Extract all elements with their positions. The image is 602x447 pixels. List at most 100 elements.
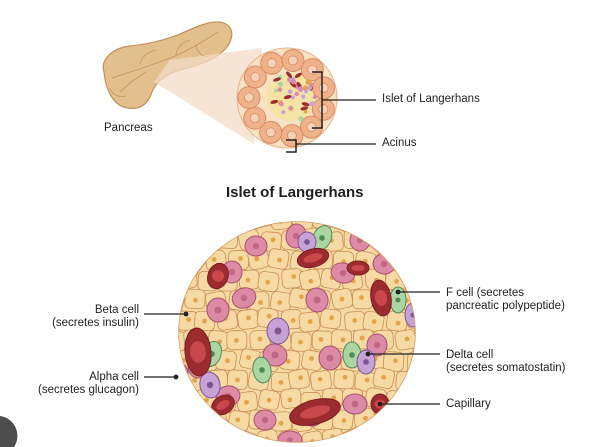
beta-cell-nucleus: [341, 418, 347, 423]
alpha-cell-nucleus: [313, 296, 321, 304]
acinus-lumen: [288, 55, 298, 66]
beta-cell-nucleus: [340, 337, 346, 343]
islet-cell-dot: [287, 89, 293, 95]
beta-cell-nucleus: [179, 340, 180, 345]
beta-cell-nucleus: [318, 336, 324, 342]
beta-cell-nucleus: [202, 318, 207, 324]
beta-cell-nucleus: [211, 257, 217, 262]
islet-cell-dot: [303, 89, 309, 94]
alpha-cell-nucleus: [351, 400, 359, 408]
beta-cell: [312, 222, 333, 229]
beta-cell-nucleus: [291, 274, 297, 279]
beta-cell-nucleus: [192, 377, 198, 383]
beta-cell-nucleus: [302, 217, 307, 222]
f-cell-nucleus: [206, 381, 214, 389]
beta-cell-nucleus: [287, 397, 293, 403]
delta-cell-nucleus: [259, 367, 265, 373]
acinus-lumen: [318, 104, 329, 115]
alpha-cell-nucleus: [214, 306, 222, 314]
alpha-cell-name: Alpha cell: [89, 371, 139, 383]
islet-cell-dot: [305, 79, 312, 86]
beta-cell-nucleus: [224, 235, 230, 241]
acinus-lumen: [266, 58, 277, 69]
beta-cell-nucleus: [235, 417, 241, 423]
beta-cell-nucleus: [186, 317, 191, 322]
alpha-cell-function: (secretes glucagon): [38, 384, 139, 396]
f-cell-nucleus: [274, 327, 282, 335]
f-cell-nucleus: [304, 239, 310, 245]
beta-cell-nucleus: [364, 377, 370, 383]
beta-cell-nucleus: [277, 257, 282, 263]
islet-illustration: [236, 47, 338, 149]
beta-cell-nucleus: [203, 397, 209, 403]
alpha-cell-nucleus: [339, 269, 347, 277]
islet-cell-dot: [303, 109, 308, 114]
corner-shape: [0, 416, 18, 447]
beta-cell-nucleus: [290, 318, 296, 323]
beta-cell-nucleus: [339, 296, 345, 302]
capillary-label: Capillary: [446, 398, 491, 410]
acinus-lumen: [244, 92, 254, 103]
beta-cell-nucleus: [363, 415, 368, 421]
alpha-cell-nucleus: [373, 341, 381, 349]
beta-cell-nucleus: [309, 356, 314, 361]
beta-cell-nucleus: [392, 399, 398, 404]
delta-cell-nucleus: [395, 297, 401, 303]
beta-cell-nucleus: [393, 358, 398, 364]
islet-label: Islet of Langerhans: [382, 93, 480, 105]
beta-cell: [179, 331, 187, 352]
f-cell-function: pancreatic polypeptide): [446, 300, 565, 312]
islet-cell-dot: [294, 91, 299, 97]
beta-cell-nucleus: [298, 375, 303, 380]
islet-cell-dot: [281, 110, 286, 115]
beta-cell-nucleus: [244, 399, 249, 405]
alpha-cell-nucleus: [326, 354, 334, 362]
beta-cell-nucleus: [317, 376, 323, 382]
acinus-lumen: [287, 130, 297, 141]
capillary-fragment: [273, 77, 281, 82]
capillary-fragment: [270, 99, 279, 104]
capillary-lumen: [212, 270, 224, 282]
section-title: Islet of Langerhans: [226, 184, 364, 201]
beta-cell-nucleus: [266, 313, 272, 319]
beta-cell-nucleus: [277, 300, 283, 305]
acinus-lumen: [265, 127, 276, 138]
beta-cell-label: Beta cell (secretes insulin): [52, 304, 139, 330]
islet-cell-dot: [277, 81, 284, 87]
beta-cell-nucleus: [270, 237, 276, 243]
beta-cell-nucleus: [246, 355, 251, 360]
alpha-cell-nucleus: [218, 430, 226, 438]
acinus-lumen: [250, 72, 261, 82]
capillary-lumen: [216, 399, 230, 411]
beta-cell: [216, 228, 239, 250]
delta-cell-label: Delta cell (secretes somatostatin): [446, 349, 566, 375]
islet-cell-dot: [277, 87, 283, 92]
alpha-cell-nucleus: [287, 437, 293, 442]
delta-cell-function: (secretes somatostatin): [446, 362, 566, 374]
alpha-cell-nucleus: [292, 232, 300, 240]
beta-cell-nucleus: [258, 300, 263, 305]
capillary-lumen: [190, 341, 206, 363]
beta-cell-nucleus: [342, 374, 348, 380]
beta-cell-nucleus: [359, 295, 364, 300]
beta-cell-nucleus: [238, 256, 243, 261]
beta-cell-nucleus: [225, 358, 230, 364]
beta-cell-nucleus: [394, 278, 399, 284]
islet-cell-dot: [298, 116, 304, 122]
islet-detail-illustration: [178, 217, 416, 443]
capillary-lumen: [374, 289, 388, 307]
f-cell-nucleus: [363, 359, 369, 365]
alpha-cell-nucleus: [228, 268, 236, 276]
beta-cell-nucleus: [235, 377, 240, 383]
islet-cell-dot: [279, 101, 284, 107]
beta-cell-nucleus: [246, 315, 251, 321]
islet-cell-dot: [274, 88, 279, 93]
delta-cell-nucleus: [349, 352, 355, 358]
capillary-lumen: [303, 253, 323, 263]
capillary-fragment: [294, 72, 302, 79]
beta-cell: [179, 268, 198, 290]
beta-cell-nucleus: [395, 320, 401, 326]
alpha-cell-nucleus: [271, 351, 279, 359]
delta-cell-nucleus: [319, 235, 325, 241]
beta-cell-nucleus: [404, 376, 410, 382]
